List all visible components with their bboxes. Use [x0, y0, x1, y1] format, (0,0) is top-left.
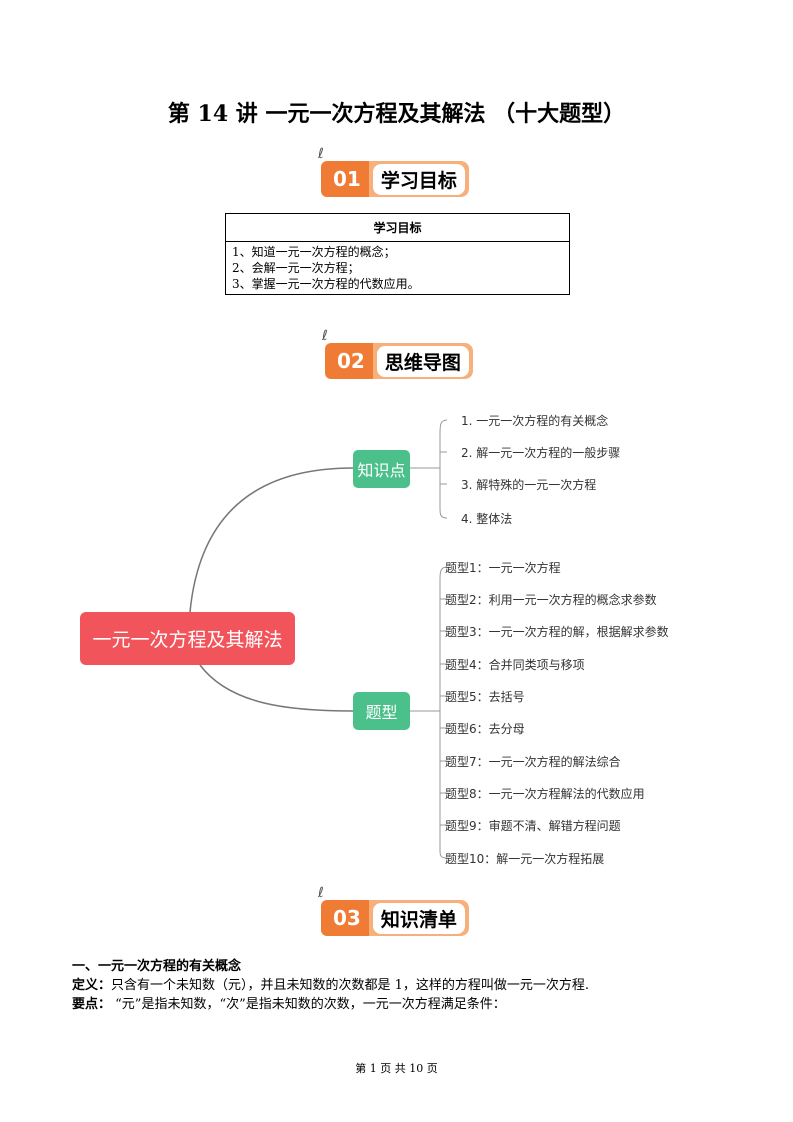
leaf-item: 题型1：一元一次方程	[445, 561, 561, 575]
goals-cell: 1、知道一元一次方程的概念； 2、会解一元一次方程； 3、掌握一元一次方程的代数…	[225, 241, 570, 295]
leaf-item: 题型6：去分母	[445, 722, 525, 736]
leaf-item: 题型8：一元一次方程解法的代数应用	[445, 787, 645, 801]
leaf-item: 题型10：解一元一次方程拓展	[445, 852, 605, 866]
goal-item: 1、知道一元一次方程的概念；	[232, 245, 396, 259]
section-number: 01	[321, 161, 369, 197]
leaf-item: 题型3：一元一次方程的解，根据解求参数	[445, 625, 669, 639]
leaf-item: 2. 解一元一次方程的一般步骤	[461, 446, 621, 460]
branch-knowledge: 知识点	[353, 450, 410, 488]
leaf-item: 1. 一元一次方程的有关概念	[461, 414, 609, 428]
goals-table: 学习目标 1、知道一元一次方程的概念； 2、会解一元一次方程； 3、掌握一元一次…	[225, 213, 570, 295]
key-point-text: “元”是指未知数，“次”是指未知数的次数，一元一次方程满足条件：	[111, 997, 506, 1012]
mind-map-root: 一元一次方程及其解法	[80, 612, 295, 665]
section-number: 02	[325, 343, 373, 379]
leaf-item: 4. 整体法	[461, 512, 513, 526]
key-point-label: 要点：	[72, 997, 112, 1012]
goal-item: 2、会解一元一次方程；	[232, 261, 360, 275]
definition-text: 只含有一个未知数（元），并且未知数的次数都是 1，这样的方程叫做一元一次方程.	[111, 978, 590, 993]
page-footer: 第 1 页 共 10 页	[355, 1062, 438, 1075]
leaf-item: 题型9：审题不清、解错方程问题	[445, 819, 621, 833]
leaf-item: 题型7：一元一次方程的解法综合	[445, 755, 621, 769]
curl-icon: ℓ	[318, 885, 324, 901]
leaf-item: 题型2：利用一元一次方程的概念求参数	[445, 593, 657, 607]
mind-map: 一元一次方程及其解法 知识点 题型 1. 一元一次方程的有关概念 2. 解一元一…	[0, 390, 793, 880]
knowledge-heading: 一、一元一次方程的有关概念	[72, 957, 241, 976]
section-number: 03	[321, 900, 369, 936]
leaf-item: 题型4：合并同类项与移项	[445, 658, 585, 672]
key-point-line: 要点： “元”是指未知数，“次”是指未知数的次数，一元一次方程满足条件：	[72, 995, 506, 1014]
definition-label: 定义：	[72, 978, 112, 993]
heading-text: 一、一元一次方程的有关概念	[72, 959, 242, 974]
curl-icon: ℓ	[318, 146, 324, 162]
branch-question-types: 题型	[353, 692, 410, 730]
page-title: 第 14 讲 一元一次方程及其解法 （十大题型）	[167, 101, 626, 127]
goal-item: 3、掌握一元一次方程的代数应用。	[232, 277, 420, 291]
definition-line: 定义：只含有一个未知数（元），并且未知数的次数都是 1，这样的方程叫做一元一次方…	[72, 976, 589, 995]
section-badge-02: 02 思维导图	[325, 343, 473, 379]
mind-map-connectors	[189, 419, 448, 859]
section-badge-03: 03 知识清单	[321, 900, 469, 936]
leaf-item: 题型5：去括号	[445, 690, 525, 704]
goals-header: 学习目标	[225, 213, 570, 242]
section-label: 知识清单	[372, 902, 465, 934]
section-badge-01: 01 学习目标	[321, 161, 469, 197]
section-label: 思维导图	[376, 345, 469, 377]
leaf-item: 3. 解特殊的一元一次方程	[461, 478, 597, 492]
curl-icon: ℓ	[322, 328, 328, 344]
section-label: 学习目标	[372, 163, 465, 195]
